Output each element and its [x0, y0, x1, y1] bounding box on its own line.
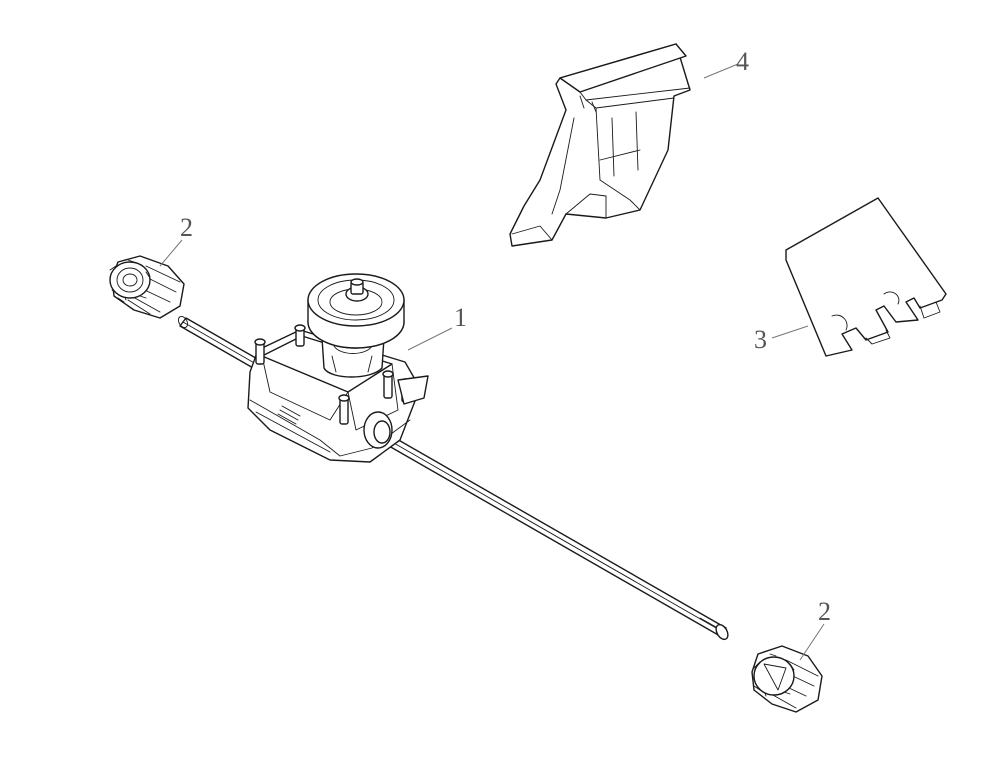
callout-bracket: 4: [736, 47, 749, 76]
gearbox-assembly: [247, 273, 429, 463]
callout-wheel-gear-left: 2: [180, 213, 193, 242]
cover-plate: [785, 197, 947, 357]
leader-lines: [159, 63, 825, 661]
wheel-gear-left: [109, 255, 185, 319]
wheel-gear-right: [751, 645, 823, 713]
callout-gearbox: 1: [454, 303, 467, 332]
bracket: [509, 43, 691, 247]
callout-wheel-gear-right: 2: [818, 597, 831, 626]
callout-cover-plate: 3: [754, 325, 767, 354]
